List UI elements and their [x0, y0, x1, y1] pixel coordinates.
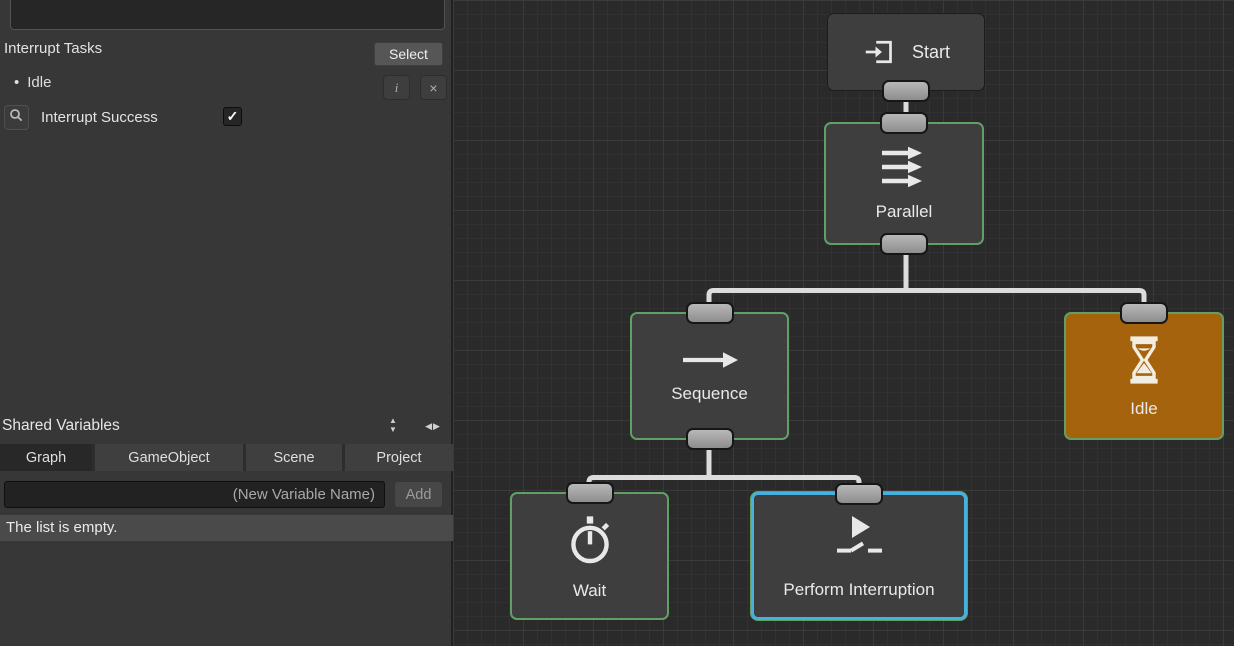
stopwatch-icon — [564, 512, 616, 568]
list-item-idle[interactable]: • Idle — [14, 74, 51, 91]
remove-button[interactable]: × — [420, 75, 447, 100]
select-button[interactable]: Select — [374, 42, 443, 66]
node-start[interactable]: Start — [827, 13, 985, 102]
input-port[interactable] — [565, 482, 614, 504]
node-label: Wait — [572, 580, 607, 600]
sort-up-icon: ▲ — [389, 416, 397, 425]
input-port[interactable] — [685, 302, 734, 324]
interrupt-success-checkbox[interactable]: ✓ — [223, 107, 242, 126]
node-label: Sequence — [671, 383, 748, 403]
task-name: Idle — [27, 74, 52, 91]
sort-updown-icon[interactable]: ▲ ▼ — [383, 416, 403, 434]
tab-gameobject[interactable]: GameObject — [95, 444, 246, 471]
interrupt-success-label: Interrupt Success — [41, 109, 158, 126]
node-parallel[interactable]: Parallel — [824, 112, 984, 255]
inspector-panel: Interrupt Tasks Select • Idle i × Interru… — [0, 0, 453, 646]
node-label: Parallel — [875, 202, 933, 221]
edge-parallel-children — [706, 288, 1147, 315]
description-box[interactable] — [10, 0, 445, 30]
collapse-right-icon: ▶ — [433, 421, 441, 431]
play-interrupt-icon — [830, 513, 888, 567]
output-port[interactable] — [882, 80, 930, 102]
enter-icon — [862, 34, 898, 70]
shared-variables-title: Shared Variables — [2, 417, 120, 434]
output-port[interactable] — [880, 233, 928, 255]
node-wait[interactable]: Wait — [510, 482, 669, 620]
node-label: Start — [911, 41, 950, 62]
info-button[interactable]: i — [383, 75, 410, 100]
parallel-arrows-icon — [876, 145, 932, 189]
edge-sequence-children — [586, 475, 862, 495]
add-variable-button[interactable]: Add — [395, 482, 442, 507]
output-port[interactable] — [685, 428, 734, 450]
collapse-panel-icon[interactable]: ◀▶ — [421, 421, 445, 432]
tab-scene[interactable]: Scene — [246, 444, 345, 471]
node-label: Perform Interruption — [783, 579, 935, 599]
sort-down-icon: ▼ — [389, 425, 397, 434]
interrupt-tasks-label: Interrupt Tasks — [4, 40, 103, 57]
shared-variables-header: Shared Variables ▲ ▼ ◀▶ — [0, 410, 453, 442]
variables-scope-tabs: Graph GameObject Scene Project — [0, 444, 453, 471]
node-sequence[interactable]: Sequence — [630, 302, 789, 450]
empty-list-message: The list is empty. — [0, 515, 453, 541]
arrow-right-icon — [679, 349, 741, 371]
tab-graph[interactable]: Graph — [0, 444, 95, 471]
node-label: Idle — [1130, 398, 1158, 418]
new-variable-input[interactable] — [4, 481, 385, 508]
input-port[interactable] — [880, 112, 928, 134]
hourglass-icon — [1124, 334, 1164, 386]
tab-project[interactable]: Project — [345, 444, 453, 471]
node-idle[interactable]: Idle — [1064, 302, 1224, 440]
collapse-left-icon: ◀ — [425, 421, 433, 431]
search-icon — [9, 108, 24, 128]
input-port[interactable] — [1120, 302, 1168, 324]
input-port[interactable] — [835, 483, 883, 505]
bullet-icon: • — [14, 74, 20, 91]
node-perform-interruption[interactable]: Perform Interruption — [751, 483, 967, 620]
graph-canvas[interactable]: Start Parallel — [453, 0, 1234, 646]
search-button[interactable] — [4, 105, 29, 130]
